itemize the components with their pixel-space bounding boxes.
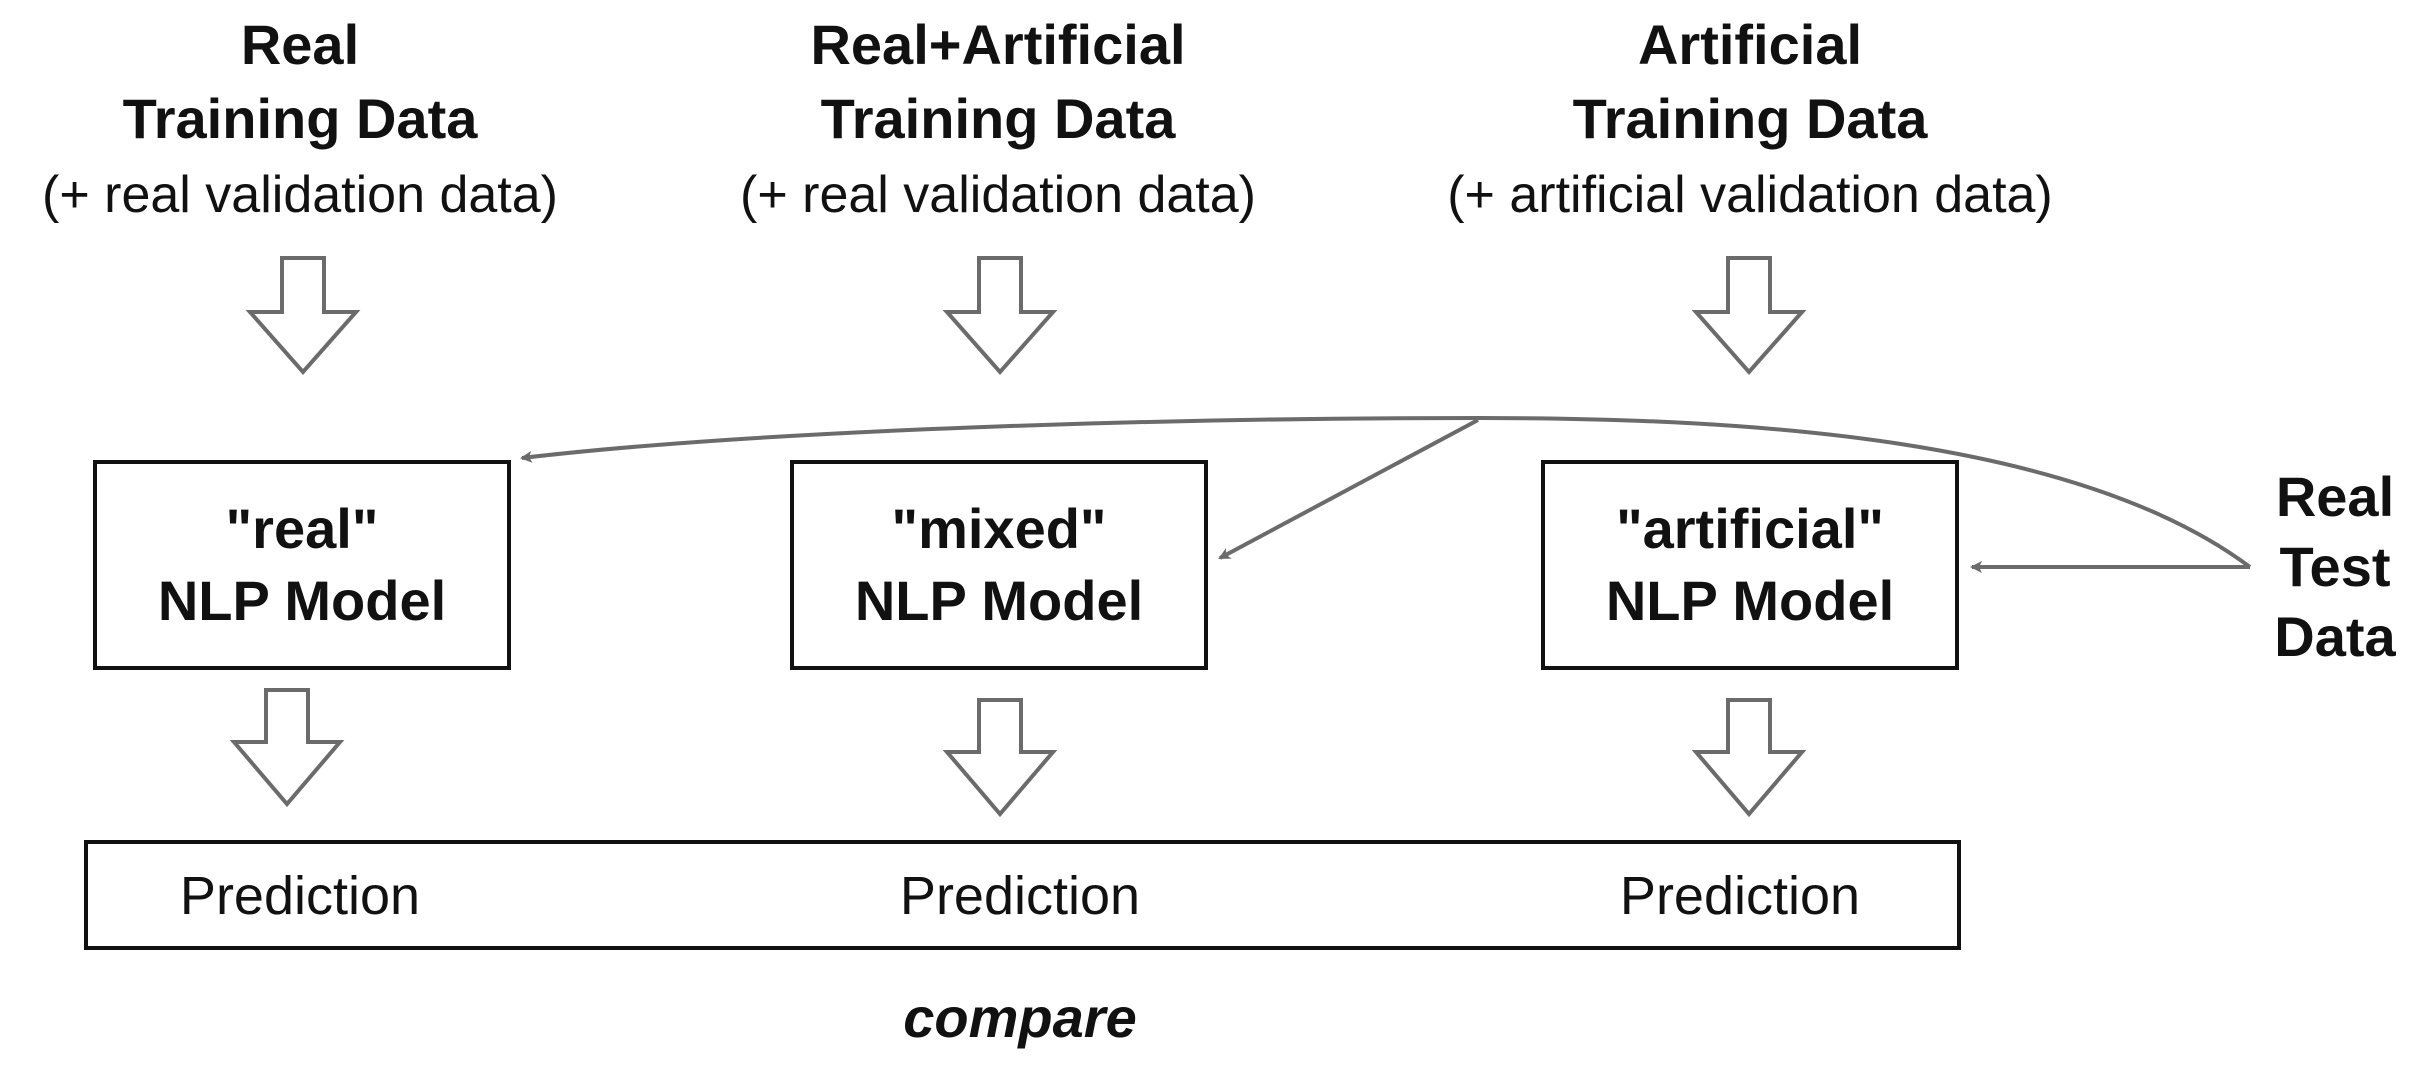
test-line1: Real	[2275, 465, 2395, 528]
down-arrow-real-pred	[229, 688, 345, 808]
heading-sub: (+ artificial validation data)	[1447, 166, 2053, 224]
prediction-box	[84, 840, 1961, 950]
real-test-data-label: Real Test Data	[2250, 462, 2419, 672]
down-arrow-artificial-train	[1691, 256, 1807, 376]
heading-line1: Artificial	[1637, 13, 1863, 76]
model-name: "mixed"	[891, 497, 1107, 560]
prediction-artificial: Prediction	[1619, 866, 1861, 926]
heading-line1: Real+Artificial	[810, 13, 1186, 76]
model-label: NLP Model	[854, 569, 1144, 632]
model-box-mixed: "mixed" NLP Model	[790, 460, 1208, 670]
model-name: "real"	[225, 497, 379, 560]
test-line3: Data	[2274, 605, 2396, 668]
heading-real-training: Real Training Data (+ real validation da…	[0, 8, 680, 234]
heading-sub: (+ real validation data)	[42, 166, 558, 224]
model-box-artificial: "artificial" NLP Model	[1541, 460, 1959, 670]
model-name: "artificial"	[1616, 497, 1884, 560]
compare-label: compare	[903, 986, 1137, 1049]
model-box-real: "real" NLP Model	[93, 460, 511, 670]
heading-line2: Training Data	[1572, 87, 1928, 150]
down-arrow-artificial-pred	[1691, 698, 1807, 818]
heading-line2: Training Data	[820, 87, 1176, 150]
heading-line2: Training Data	[122, 87, 478, 150]
test-line2: Test	[2279, 535, 2391, 598]
model-label: NLP Model	[1605, 569, 1895, 632]
down-arrow-mixed-pred	[942, 698, 1058, 818]
heading-artificial-training: Artificial Training Data (+ artificial v…	[1370, 8, 2130, 234]
down-arrow-real-train	[245, 256, 361, 376]
prediction-mixed: Prediction	[899, 866, 1141, 926]
test-arrow-curve-to-real	[520, 415, 2252, 569]
model-label: NLP Model	[157, 569, 447, 632]
test-arrow-to-mixed	[1218, 418, 1479, 560]
down-arrow-mixed-train	[942, 256, 1058, 376]
heading-sub: (+ real validation data)	[740, 166, 1256, 224]
heading-mixed-training: Real+Artificial Training Data (+ real va…	[618, 8, 1378, 234]
prediction-real: Prediction	[179, 866, 421, 926]
heading-line1: Real	[240, 13, 360, 76]
